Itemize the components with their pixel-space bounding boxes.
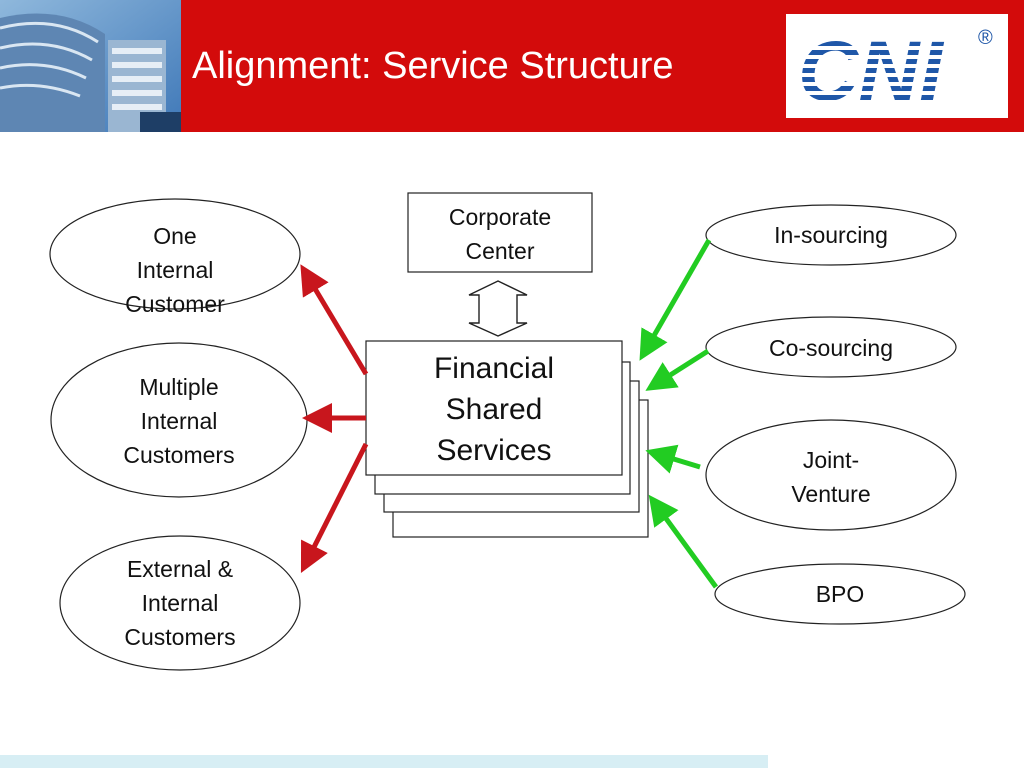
financial-shared-services-line: Shared bbox=[445, 393, 543, 426]
node-label-line: Internal bbox=[141, 590, 219, 616]
arrow-to-one-internal-customer bbox=[300, 264, 369, 376]
joint-venture-node bbox=[705, 419, 957, 531]
financial-shared-services-line: Financial bbox=[433, 352, 555, 385]
node-label-line: Customers bbox=[124, 624, 236, 650]
multiple-internal-customers-label: Multiple Internal Customers bbox=[79, 370, 279, 472]
node-label-line: BPO bbox=[815, 581, 865, 607]
financial-shared-services-line: Services bbox=[436, 434, 552, 467]
node-label-line: Customers bbox=[123, 442, 235, 468]
joint-venture-label: Joint- Venture bbox=[731, 443, 931, 511]
node-label-line: External & bbox=[126, 556, 234, 582]
slide-title: Alignment: Service Structure bbox=[192, 45, 674, 87]
arrow-from-co-sourcing bbox=[645, 348, 710, 391]
corporate-center-box bbox=[407, 192, 593, 273]
arrow-from-in-sourcing bbox=[639, 238, 712, 361]
corporate-center-label: Corporate Center bbox=[408, 200, 592, 268]
corporate-center-link-arrow bbox=[468, 280, 528, 337]
node-label-line: Venture bbox=[791, 481, 871, 507]
arrow-to-external-internal-customers bbox=[300, 442, 369, 574]
one-internal-customer-label: One Internal Customer bbox=[75, 219, 275, 321]
node-label-line: One bbox=[153, 223, 197, 249]
footer-bar bbox=[0, 755, 768, 768]
node-label-line: Joint- bbox=[802, 447, 860, 473]
external-internal-customers-node bbox=[59, 535, 301, 671]
external-internal-customers-label: External & Internal Customers bbox=[80, 552, 280, 654]
slide-header: Alignment: Service Structure CNI ® bbox=[0, 0, 1024, 132]
financial-shared-services-label: Financial Shared Services bbox=[366, 348, 622, 471]
arrow-from-bpo bbox=[648, 494, 719, 589]
logo-wordmark: CNI bbox=[798, 24, 944, 118]
corporate-center-label-line: Corporate bbox=[448, 204, 552, 230]
node-label-line: Customer bbox=[125, 291, 225, 317]
node-label-line: In-sourcing bbox=[774, 222, 888, 248]
one-internal-customer-node bbox=[49, 198, 301, 310]
company-logo: CNI ® bbox=[786, 14, 1008, 118]
corporate-center-label-line: Center bbox=[465, 238, 535, 264]
financial-shared-services-stack bbox=[365, 340, 649, 538]
service-structure-diagram bbox=[49, 192, 966, 671]
node-label-line: Internal bbox=[136, 257, 214, 283]
bpo-label: BPO bbox=[740, 577, 940, 611]
node-label-line: Internal bbox=[140, 408, 218, 434]
arrow-from-joint-venture bbox=[645, 444, 701, 474]
in-sourcing-node bbox=[705, 204, 957, 266]
co-sourcing-label: Co-sourcing bbox=[731, 331, 931, 365]
node-label-line: Multiple bbox=[139, 374, 219, 400]
node-label-line: Co-sourcing bbox=[769, 335, 893, 361]
co-sourcing-node bbox=[705, 316, 957, 378]
registered-mark: ® bbox=[978, 27, 993, 49]
bpo-node bbox=[714, 563, 966, 625]
in-sourcing-label: In-sourcing bbox=[731, 218, 931, 252]
building-photo bbox=[0, 0, 181, 132]
